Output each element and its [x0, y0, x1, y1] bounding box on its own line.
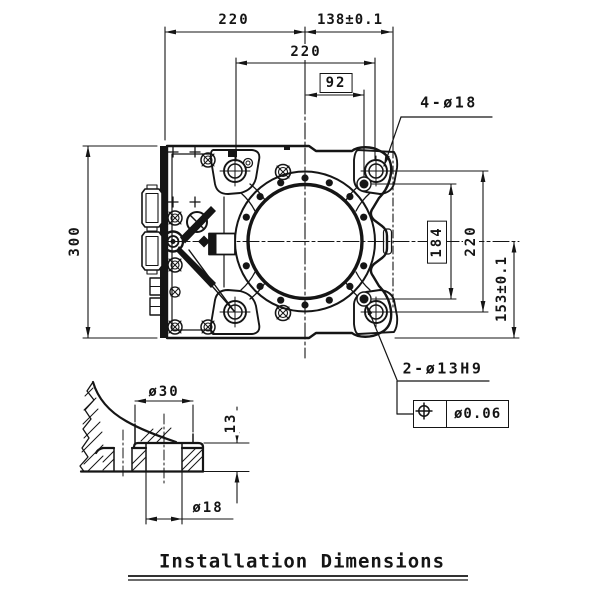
connector [141, 231, 163, 275]
screw [167, 319, 183, 335]
connectors [141, 184, 164, 316]
hinge-module [161, 206, 236, 312]
x-screw [274, 304, 292, 322]
drawing-title: Installation Dimensions [158, 550, 446, 573]
break-line [79, 381, 95, 473]
dim-height: 300 [67, 223, 83, 259]
mount-hole [360, 296, 392, 328]
fcf-tolerance-value: ø0.06 [454, 406, 502, 422]
title-underline [128, 575, 468, 581]
dim-hole-span-v: 220 [463, 223, 479, 259]
section-view [79, 380, 250, 525]
key-diamond [198, 235, 210, 248]
mount-hole [219, 296, 251, 328]
section-centerlines [122, 413, 165, 487]
screw [167, 257, 183, 273]
dimension-lines [82, 26, 520, 359]
plus-marks [167, 146, 201, 208]
section-outline [79, 380, 205, 473]
dim-thickness: 13 [223, 410, 239, 436]
dim-hole: ø18 [190, 500, 226, 516]
stop-block [228, 149, 237, 157]
dim-dowel-span-v: 184 [427, 220, 447, 264]
cross-target [186, 211, 208, 233]
link-arm-upper [180, 206, 216, 244]
callout-mount-holes: 4-ø18 [420, 93, 478, 112]
dowel-holes [356, 176, 372, 307]
connector [141, 184, 163, 232]
screw [200, 319, 216, 335]
dim-counterbore: ø30 [146, 384, 182, 400]
x-screw [274, 163, 292, 181]
dim-center-to-bottom: 153±0.1 [494, 253, 510, 325]
screw-small [169, 286, 181, 298]
flange-bolt-holes [242, 174, 368, 309]
screw-small [242, 157, 254, 169]
feature-control-frame: ø0.06 [413, 400, 510, 428]
connector-small [149, 297, 164, 316]
screws [167, 146, 292, 335]
mount-hole [360, 155, 392, 187]
hole-walls [113, 423, 194, 473]
dim-hole-span-h: 220 [288, 44, 324, 60]
dim-width-left: 220 [216, 12, 252, 28]
mount-holes [219, 155, 392, 328]
hatching [81, 387, 204, 472]
screw [167, 210, 183, 226]
screw [200, 152, 216, 168]
dim-dowel-offset: 92 [319, 73, 353, 93]
top-view [82, 26, 520, 415]
position-tolerance-icon [414, 401, 447, 427]
connector-small [149, 277, 164, 296]
mount-hole [219, 155, 251, 187]
callout-dowel-holes: 2-ø13H9 [402, 359, 484, 378]
hinge-pivot [161, 230, 185, 253]
shaft-block [208, 232, 236, 256]
dim-width-right: 138±0.1 [314, 12, 386, 28]
base-outline [165, 144, 393, 340]
